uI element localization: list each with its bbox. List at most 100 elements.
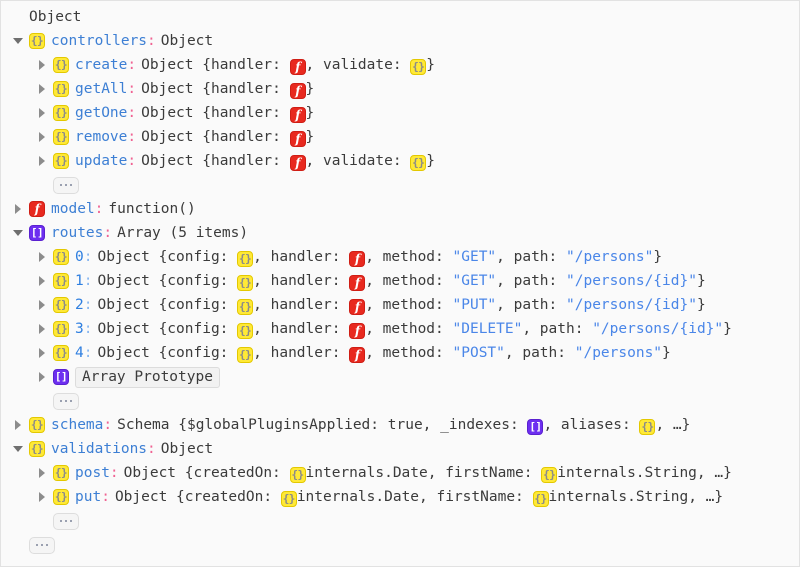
chevron-right-icon[interactable] [35, 269, 51, 293]
tree-row-routes-3[interactable]: {}3:Object {config: {}, handler: f, meth… [1, 317, 799, 341]
object-type-icon: {} [237, 275, 254, 291]
property-key: getAll [75, 81, 128, 97]
preview-text: Object [160, 33, 214, 49]
preview-text: internals.String, …} [557, 465, 732, 481]
tree-rows: Object{}controllers:Object{}create:Objec… [1, 5, 799, 557]
tree-row-controllers-more[interactable] [1, 173, 799, 197]
tree-row-validations-put[interactable]: {}put:Object {createdOn: {}internals.Dat… [1, 485, 799, 509]
chevron-down-icon[interactable] [11, 437, 27, 461]
tree-row-routes-4[interactable]: {}4:Object {config: {}, handler: f, meth… [1, 341, 799, 365]
tree-row-root-more[interactable] [1, 533, 799, 557]
property-key: update [75, 153, 128, 169]
preview-text: , handler: [253, 321, 350, 337]
chevron-right-icon[interactable] [35, 365, 51, 389]
preview-text: Object [29, 9, 82, 25]
tree-row-schema[interactable]: {}schema:Schema {$globalPluginsApplied: … [1, 413, 799, 437]
chevron-right-icon[interactable] [11, 413, 27, 437]
ellipsis-icon[interactable] [29, 536, 55, 554]
ellipsis-icon[interactable] [53, 392, 79, 410]
string-value: "GET" [452, 249, 497, 265]
property-colon: : [83, 297, 93, 313]
property-colon: : [83, 249, 93, 265]
tree-row-controllers-getOne[interactable]: {}getOne:Object {handler: f} [1, 101, 799, 125]
chevron-right-icon[interactable] [35, 53, 51, 77]
object-type-icon: {} [237, 347, 254, 363]
tree-row-routes-prototype[interactable]: [] Array Prototype [1, 365, 799, 389]
object-type-icon: {} [289, 467, 306, 483]
object-type-icon: {} [237, 323, 254, 339]
string-value: "/persons" [574, 345, 663, 361]
chevron-right-icon[interactable] [35, 101, 51, 125]
property-key: put [75, 489, 102, 505]
property-key: create [75, 57, 128, 73]
function-type-icon: f [289, 107, 306, 123]
tree-row-validations-post[interactable]: {}post:Object {createdOn: {}internals.Da… [1, 461, 799, 485]
object-type-icon: {} [29, 33, 45, 49]
chevron-right-icon[interactable] [11, 197, 27, 221]
preview-text: Object {createdOn: [114, 489, 281, 505]
prototype-badge[interactable]: Array Prototype [75, 366, 220, 388]
preview-text: internals.Date, firstName: [305, 465, 542, 481]
chevron-right-icon[interactable] [35, 317, 51, 341]
tree-row-root[interactable]: Object [1, 5, 799, 29]
object-type-icon: {} [410, 59, 427, 75]
property-colon: : [109, 465, 119, 481]
ellipsis-icon[interactable] [53, 176, 79, 194]
preview-text: Object {config: [97, 273, 238, 289]
chevron-right-icon[interactable] [35, 341, 51, 365]
array-type-icon: [] [53, 369, 69, 385]
tree-row-controllers-create[interactable]: {}create:Object {handler: f, validate: {… [1, 53, 799, 77]
preview-text: , handler: [253, 297, 350, 313]
tree-row-validations[interactable]: {}validations:Object [1, 437, 799, 461]
function-type-icon: f [349, 275, 366, 291]
tree-row-routes-1[interactable]: {}1:Object {config: {}, handler: f, meth… [1, 269, 799, 293]
object-type-icon: {} [237, 299, 254, 315]
array-type-icon: [] [527, 419, 544, 435]
preview-text: , handler: [253, 345, 350, 361]
tree-row-routes-0[interactable]: {}0:Object {config: {}, handler: f, meth… [1, 245, 799, 269]
tree-row-validations-more[interactable] [1, 509, 799, 533]
string-value: "/persons/{id}" [566, 273, 697, 289]
chevron-down-icon[interactable] [11, 29, 27, 53]
tree-row-controllers[interactable]: {}controllers:Object [1, 29, 799, 53]
chevron-right-icon[interactable] [35, 149, 51, 173]
chevron-right-icon[interactable] [35, 125, 51, 149]
chevron-right-icon[interactable] [35, 245, 51, 269]
function-type-icon: f [349, 323, 366, 339]
preview-text: , method: [365, 345, 453, 361]
tree-row-controllers-remove[interactable]: {}remove:Object {handler: f} [1, 125, 799, 149]
function-type-icon: f [349, 251, 366, 267]
chevron-right-icon[interactable] [35, 485, 51, 509]
boolean-value: true [387, 417, 423, 433]
chevron-right-icon[interactable] [35, 77, 51, 101]
chevron-down-icon[interactable] [11, 221, 27, 245]
tree-row-routes[interactable]: []routes:Array (5 items) [1, 221, 799, 245]
object-type-icon: {} [237, 251, 254, 267]
preview-text: } [305, 81, 315, 97]
function-type-icon: f [349, 299, 366, 315]
property-colon: : [127, 105, 137, 121]
function-type-icon: f [289, 131, 306, 147]
preview-text: , aliases: [543, 417, 640, 433]
function-type-icon: f [29, 201, 45, 217]
tree-row-routes-2[interactable]: {}2:Object {config: {}, handler: f, meth… [1, 293, 799, 317]
preview-text: Object {config: [97, 321, 238, 337]
preview-text: , path: [496, 249, 566, 265]
object-type-icon: {} [53, 297, 69, 313]
tree-row-controllers-update[interactable]: {}update:Object {handler: f, validate: {… [1, 149, 799, 173]
property-key: 4 [75, 345, 84, 361]
function-type-icon: f [289, 155, 306, 171]
object-type-icon: {} [53, 249, 69, 265]
preview-text: } [653, 249, 663, 265]
tree-row-controllers-getAll[interactable]: {}getAll:Object {handler: f} [1, 77, 799, 101]
property-colon: : [94, 201, 104, 217]
chevron-right-icon[interactable] [35, 293, 51, 317]
chevron-right-icon[interactable] [35, 461, 51, 485]
tree-row-routes-more[interactable] [1, 389, 799, 413]
property-key: getOne [75, 105, 128, 121]
property-colon: : [127, 153, 137, 169]
ellipsis-icon[interactable] [53, 512, 79, 530]
preview-text: } [696, 297, 706, 313]
